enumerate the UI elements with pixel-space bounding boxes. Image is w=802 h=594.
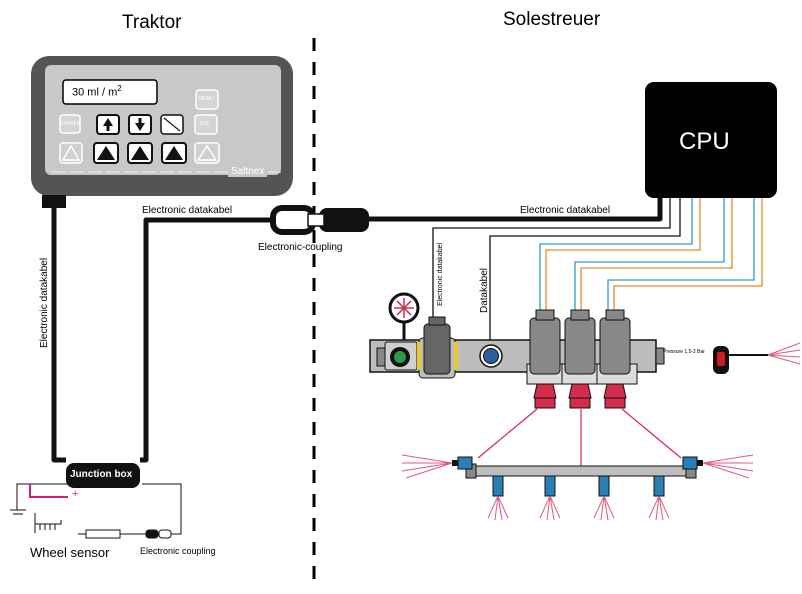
up-button[interactable]	[96, 114, 120, 135]
menu-button[interactable]	[195, 89, 219, 110]
menu-label: MENU	[199, 96, 214, 102]
cpu-label: CPU	[679, 128, 730, 155]
pressure-label: Pressure 1,5-2 Bar	[663, 349, 705, 355]
section-button-5[interactable]	[194, 142, 220, 164]
section-valves	[526, 309, 638, 409]
cpu-box	[645, 82, 777, 198]
junction-box-label: Junction box	[70, 469, 133, 480]
section-button-4[interactable]	[161, 142, 187, 164]
control-console	[31, 56, 293, 196]
hose-lines	[477, 408, 682, 466]
datakabel-top-left-label: Electronic datakabel	[142, 205, 233, 216]
datakabel-top-right-label: Electronic datakabel	[520, 205, 611, 216]
electronic-coupling-small-label: Electronic coupling	[140, 546, 216, 556]
console-display	[62, 79, 158, 105]
pressure-nozzle	[713, 342, 801, 374]
slash-button[interactable]	[160, 114, 184, 135]
onoff-label: ON/OFF	[61, 121, 80, 127]
onoff-button[interactable]	[59, 114, 81, 134]
coupling-label: Electronic-coupling	[258, 242, 343, 253]
battery-plus-wire	[29, 484, 68, 498]
console-display-value: 30 ml / m2	[72, 84, 122, 99]
section-button-3[interactable]	[127, 142, 153, 164]
datakabel-vertical-mid-label: Electronic datakabel	[437, 242, 444, 306]
pressure-gauge	[388, 292, 420, 340]
datakabel-short-label: Datakabel	[479, 267, 490, 313]
spray-boom	[401, 454, 754, 521]
esc-button[interactable]	[194, 114, 218, 135]
section-button-2[interactable]	[93, 142, 119, 164]
datakabel-vertical-left-label: Electronic datakabel	[39, 257, 50, 348]
electronic-coupling	[270, 205, 369, 235]
tractor-title: Traktor	[122, 12, 182, 33]
cpu-wires	[432, 198, 763, 348]
esc-label: ESC	[200, 121, 211, 127]
console-connector	[42, 195, 66, 208]
wheel-sensor-label: Wheel sensor	[30, 545, 110, 560]
down-button[interactable]	[128, 114, 152, 135]
battery-plus-sign: +	[72, 488, 79, 500]
section-button-1[interactable]	[59, 142, 83, 164]
spreader-title: Solestreuer	[503, 9, 601, 30]
brand-label: Saltnex	[228, 166, 268, 177]
junction-box	[66, 463, 140, 488]
data-cables	[51, 198, 663, 463]
sensor-circuit	[10, 483, 182, 539]
